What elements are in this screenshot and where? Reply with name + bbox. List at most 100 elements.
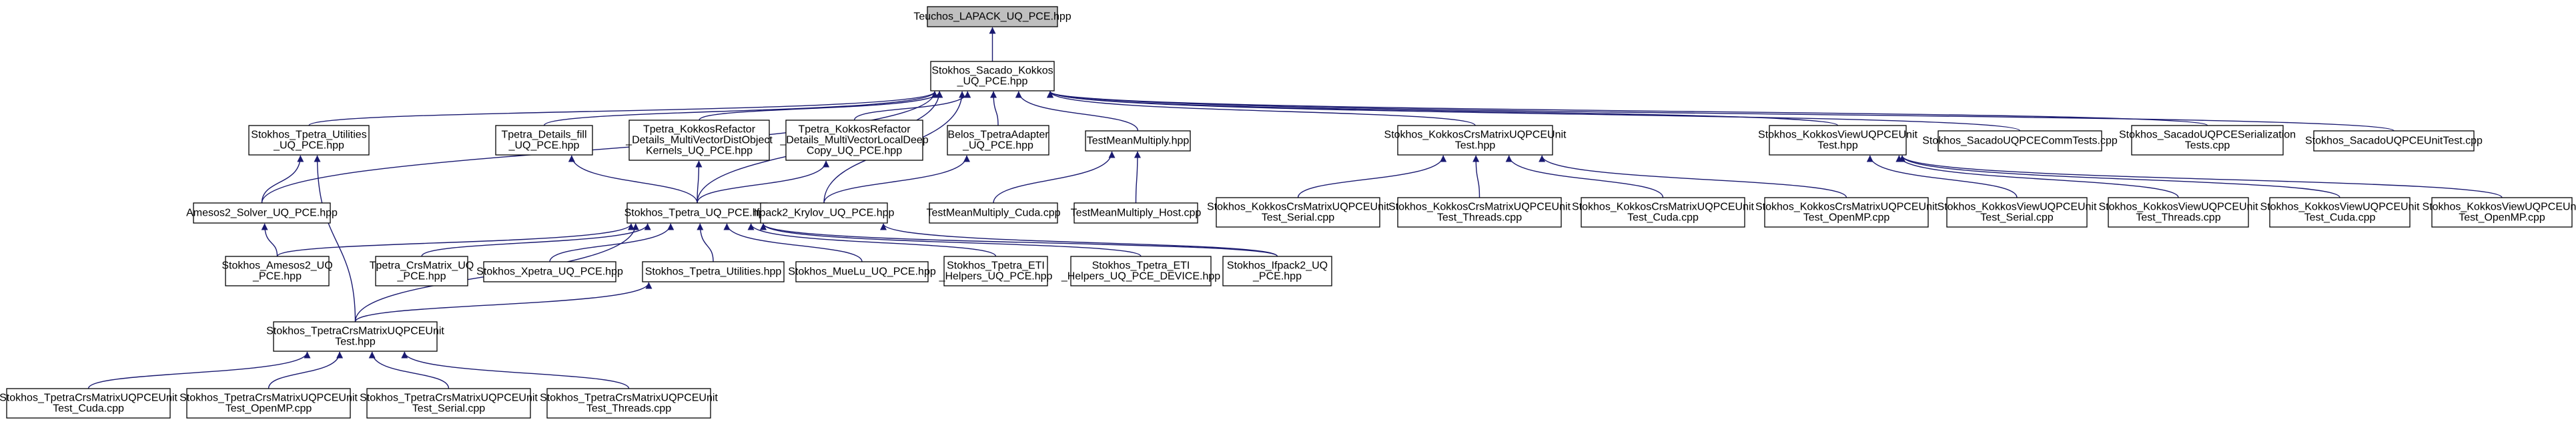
node-label-line: Stokhos_KokkosViewUQPCEUnit <box>1758 130 1917 141</box>
edge-kokkos-crsmatrix-test-hpp-to-sacado-kokkos <box>1047 91 1476 126</box>
edge-amesos2-uq-to-tpetra-uq-pce <box>276 223 634 257</box>
node-tpetra-eti-helpers-device[interactable]: Stokhos_Tpetra_ETI_Helpers_UQ_PCE_DEVICE… <box>1061 256 1220 286</box>
node-label-line: Stokhos_KokkosCrsMatrixUQPCEUnit <box>1755 202 1938 213</box>
node-label-line: Test.hpp <box>1817 140 1858 152</box>
node-view-test-serial[interactable]: Stokhos_KokkosViewUQPCEUnitTest_Serial.c… <box>1938 197 2097 228</box>
edge-sacado-comm-tests-to-sacado-kokkos <box>1047 91 2021 132</box>
node-amesos2-uq[interactable]: Stokhos_Amesos2_UQ_PCE.hpp <box>222 256 333 286</box>
node-sacado-comm-tests[interactable]: Stokhos_SacadoUQPCECommTests.cpp <box>1922 130 2118 152</box>
node-box <box>248 125 370 156</box>
node-box <box>930 61 1055 91</box>
node-tpetra-utilities-uq[interactable]: Stokhos_Tpetra_Utilities_UQ_PCE.hpp <box>248 125 370 156</box>
node-view-test-openmp[interactable]: Stokhos_KokkosViewUQPCEUnitTest_OpenMP.c… <box>2423 197 2576 228</box>
node-amesos2-solver[interactable]: Amesos2_Solver_UQ_PCE.hpp <box>186 202 338 224</box>
edge-tcrs-test-serial-to-tpetra-crsmatrix-test-hpp <box>368 351 450 389</box>
node-label-line: _UQ_PCE.hpp <box>508 140 580 152</box>
node-label-line: Test_Serial.cpp <box>412 403 485 415</box>
node-box <box>2108 197 2249 228</box>
node-label-line: Stokhos_KokkosViewUQPCEUnit <box>2260 202 2420 213</box>
node-label-line: TestMeanMultiply_Host.cpp <box>1071 208 1202 219</box>
node-label-line: Stokhos_KokkosViewUQPCEUnit <box>2423 202 2576 213</box>
edge-amesos2-uq-to-amesos2-solver <box>261 223 278 257</box>
edge-tpetra-eti-helpers-device-to-tpetra-uq-pce <box>760 223 1142 257</box>
node-xpetra-uq[interactable]: Stokhos_Xpetra_UQ_PCE.hpp <box>476 261 623 282</box>
edge-ifpack2-uq-to-ifpack2-krylov <box>880 223 1278 257</box>
node-ifpack2-krylov[interactable]: Ifpack2_Krylov_UQ_PCE.hpp <box>754 202 895 224</box>
node-box <box>1216 197 1380 228</box>
node-box <box>2313 130 2475 152</box>
node-box <box>929 202 1058 224</box>
node-label-line: Test_Cuda.cpp <box>2304 212 2376 224</box>
node-tcrs-test-threads[interactable]: Stokhos_TpetraCrsMatrixUQPCEUnitTest_Thr… <box>540 388 718 419</box>
node-root[interactable]: Teuchos_LAPACK_UQ_PCE.hpp <box>913 6 1071 27</box>
node-crs-test-cuda[interactable]: Stokhos_KokkosCrsMatrixUQPCEUnitTest_Cud… <box>1572 197 1755 228</box>
node-label-line: Test_Threads.cpp <box>586 403 671 415</box>
node-tpetra-kr-multivectordistobject[interactable]: Tpetra_KokkosRefactor_Details_MultiVecto… <box>625 120 773 161</box>
node-label-line: Test_OpenMP.cpp <box>226 403 312 415</box>
node-tcrs-test-cuda[interactable]: Stokhos_TpetraCrsMatrixUQPCEUnitTest_Cud… <box>0 388 177 419</box>
node-box <box>642 261 785 282</box>
node-label-line: Stokhos_KokkosCrsMatrixUQPCEUnit <box>1207 202 1390 213</box>
node-belos-tpetraadapter[interactable]: Belos_TpetraAdapter_UQ_PCE.hpp <box>947 125 1049 156</box>
edge-tcrs-test-openmp-to-tpetra-crsmatrix-test-hpp <box>268 351 344 389</box>
node-label-line: Stokhos_Tpetra_ETI <box>947 260 1045 272</box>
node-label-line: Stokhos_Amesos2_UQ <box>222 260 332 272</box>
node-label-line: _Helpers_UQ_PCE_DEVICE.hpp <box>1061 271 1220 282</box>
node-tcrs-test-openmp[interactable]: Stokhos_TpetraCrsMatrixUQPCEUnitTest_Ope… <box>179 388 358 419</box>
node-label-line: _PCE.hpp <box>252 271 302 282</box>
node-tpetra-details-fill[interactable]: Tpetra_Details_fill_UQ_PCE.hpp <box>495 125 593 156</box>
node-crs-test-threads[interactable]: Stokhos_KokkosCrsMatrixUQPCEUnitTest_Thr… <box>1388 197 1571 228</box>
node-label-line: Stokhos_Tpetra_ETI <box>1092 260 1190 272</box>
node-label-line: Stokhos_Ifpack2_UQ <box>1227 260 1328 272</box>
node-ifpack2-uq[interactable]: Stokhos_Ifpack2_UQ_PCE.hpp <box>1222 256 1332 286</box>
node-label-line: Stokhos_MueLu_UQ_PCE.hpp <box>788 266 936 278</box>
edge-view-test-openmp-to-kokkos-view-test-hpp <box>1899 155 2503 198</box>
edge-amesos2-solver-to-tpetra-utilities-uq <box>261 155 304 204</box>
node-crs-test-openmp[interactable]: Stokhos_KokkosCrsMatrixUQPCEUnitTest_Ope… <box>1755 197 1938 228</box>
node-label-line: Teuchos_LAPACK_UQ_PCE.hpp <box>913 11 1071 23</box>
node-label-line: Copy_UQ_PCE.hpp <box>807 146 902 157</box>
node-label-line: Stokhos_KokkosCrsMatrixUQPCEUnit <box>1572 202 1755 213</box>
edge-ifpack2-uq-to-tpetra-uq-pce <box>760 223 1278 257</box>
node-label-line: Stokhos_Tpetra_Utilities.hpp <box>645 266 782 278</box>
node-crs-test-serial[interactable]: Stokhos_KokkosCrsMatrixUQPCEUnitTest_Ser… <box>1207 197 1390 228</box>
node-label-line: Test_OpenMP.cpp <box>2459 212 2545 224</box>
node-label-line: Tpetra_KokkosRefactor <box>798 124 911 136</box>
node-testmeanmultiply-host[interactable]: TestMeanMultiply_Host.cpp <box>1071 202 1202 224</box>
edge-testmeanmultiply-cuda-to-testmeanmultiply-hpp <box>993 151 1116 204</box>
node-sacado-serialization-tests[interactable]: Stokhos_SacadoUQPCESerializationTests.cp… <box>2119 125 2296 156</box>
node-tcrs-test-serial[interactable]: Stokhos_TpetraCrsMatrixUQPCEUnitTest_Ser… <box>360 388 538 419</box>
node-testmeanmultiply-cuda[interactable]: TestMeanMultiply_Cuda.cpp <box>927 202 1061 224</box>
node-tpetra-crsmatrix-uq[interactable]: Tpetra_CrsMatrix_UQ_PCE.hpp <box>370 256 474 286</box>
node-sacado-unit-test[interactable]: Stokhos_SacadoUQPCEUnitTest.cpp <box>2305 130 2483 152</box>
nodes-layer: Teuchos_LAPACK_UQ_PCE.hppStokhos_Sacado_… <box>0 6 2576 419</box>
node-label-line: Tpetra_Details_fill <box>501 130 586 141</box>
node-testmeanmultiply-hpp[interactable]: TestMeanMultiply.hpp <box>1085 130 1191 152</box>
edge-ifpack2-krylov-to-belos-tpetraadapter <box>823 155 970 204</box>
node-label-line: Tests.cpp <box>2185 140 2230 152</box>
node-sacado-kokkos[interactable]: Stokhos_Sacado_Kokkos_UQ_PCE.hpp <box>930 61 1055 91</box>
node-label-line: Test_Cuda.cpp <box>53 403 124 415</box>
node-label-line: Amesos2_Solver_UQ_PCE.hpp <box>186 208 338 219</box>
edge-tpetra-uq-pce-to-tpetra-kr-multivectorlocaldeepcopy <box>697 160 830 204</box>
node-box <box>1070 256 1212 286</box>
node-tpetra-eti-helpers[interactable]: Stokhos_Tpetra_ETI_Helpers_UQ_PCE.hpp <box>939 256 1053 286</box>
node-box <box>2431 197 2573 228</box>
node-label-line: Stokhos_Sacado_Kokkos <box>931 65 1053 77</box>
node-box <box>1222 256 1332 286</box>
node-box <box>1581 197 1745 228</box>
edge-belos-tpetraadapter-to-sacado-kokkos <box>990 91 999 126</box>
node-tpetra-kr-multivectorlocaldeepcopy[interactable]: Tpetra_KokkosRefactor_Details_MultiVecto… <box>779 120 929 161</box>
node-tpetra-uq-pce[interactable]: Stokhos_Tpetra_UQ_PCE.hpp <box>624 202 771 224</box>
node-tpetra-utilities[interactable]: Stokhos_Tpetra_Utilities.hpp <box>642 261 785 282</box>
node-label-line: Stokhos_Xpetra_UQ_PCE.hpp <box>476 266 623 278</box>
edge-sacado-serialization-tests-to-sacado-kokkos <box>1047 91 2208 126</box>
node-box <box>2269 197 2411 228</box>
node-muelu-uq[interactable]: Stokhos_MueLu_UQ_PCE.hpp <box>788 261 936 282</box>
node-view-test-threads[interactable]: Stokhos_KokkosViewUQPCEUnitTest_Threads.… <box>2099 197 2258 228</box>
edge-sacado-unit-test-to-sacado-kokkos <box>1047 91 2395 132</box>
